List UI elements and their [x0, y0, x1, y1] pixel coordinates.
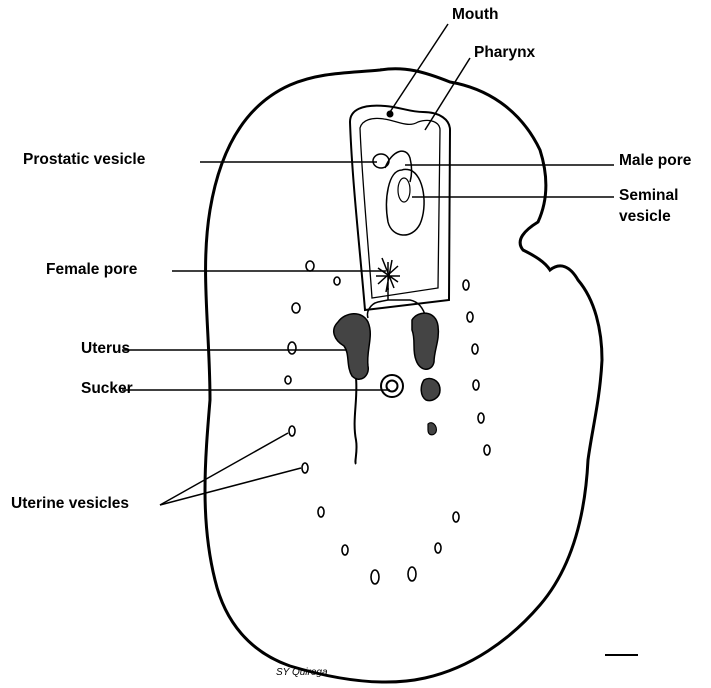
leader-pharynx	[425, 58, 470, 130]
uterine-vesicle	[467, 312, 473, 322]
uterine-vesicle	[302, 463, 308, 473]
label-uterus: Uterus	[81, 340, 130, 358]
oviducts	[367, 288, 426, 318]
uterine-vesicle	[472, 344, 478, 354]
female-pore-shape	[376, 258, 400, 292]
label-prostatic-vesicle: Prostatic vesicle	[23, 151, 145, 169]
uterine-vesicle	[342, 545, 348, 555]
uterine-vesicle	[306, 261, 314, 271]
leader-uterine-vesicles-a	[160, 433, 288, 505]
uterus-left-strand	[355, 378, 357, 464]
uterine-vesicle	[463, 280, 469, 290]
uterine-vesicle	[408, 567, 416, 581]
label-male-pore: Male pore	[619, 152, 691, 170]
uterine-vesicle	[292, 303, 300, 313]
label-seminal-vesicle-line2: vesicle	[619, 208, 671, 226]
uterus-right-lower	[421, 378, 440, 400]
sucker-outer	[381, 375, 403, 397]
uterine-vesicle	[288, 342, 296, 354]
label-sucker: Sucker	[81, 380, 133, 398]
uterine-vesicle	[334, 277, 340, 285]
label-mouth: Mouth	[452, 6, 498, 24]
label-female-pore: Female pore	[46, 261, 137, 279]
uterine-vesicle	[435, 543, 441, 553]
label-seminal-vesicle-line1: Seminal	[619, 187, 678, 205]
uterus-left	[334, 314, 371, 380]
label-uterine-vesicles: Uterine vesicles	[11, 495, 129, 513]
uterus-right	[412, 313, 438, 369]
uterine-vesicle-markers	[285, 261, 490, 584]
body-outline	[205, 69, 602, 682]
artist-signature: SY Quiroga	[276, 667, 328, 678]
uterine-vesicle	[371, 570, 379, 584]
uterine-vesicle	[285, 376, 291, 384]
uterine-vesicle	[318, 507, 324, 517]
uterine-vesicle	[289, 426, 295, 436]
uterine-vesicle	[478, 413, 484, 423]
uterine-vesicle	[453, 512, 459, 522]
seminal-vesicle-inner	[398, 178, 410, 202]
uterine-vesicle	[484, 445, 490, 455]
uterine-vesicle	[473, 380, 479, 390]
ejaculatory-duct	[385, 151, 412, 182]
uterus-right-small	[428, 423, 436, 435]
label-pharynx: Pharynx	[474, 44, 535, 62]
leader-uterine-vesicles-b	[160, 468, 301, 505]
